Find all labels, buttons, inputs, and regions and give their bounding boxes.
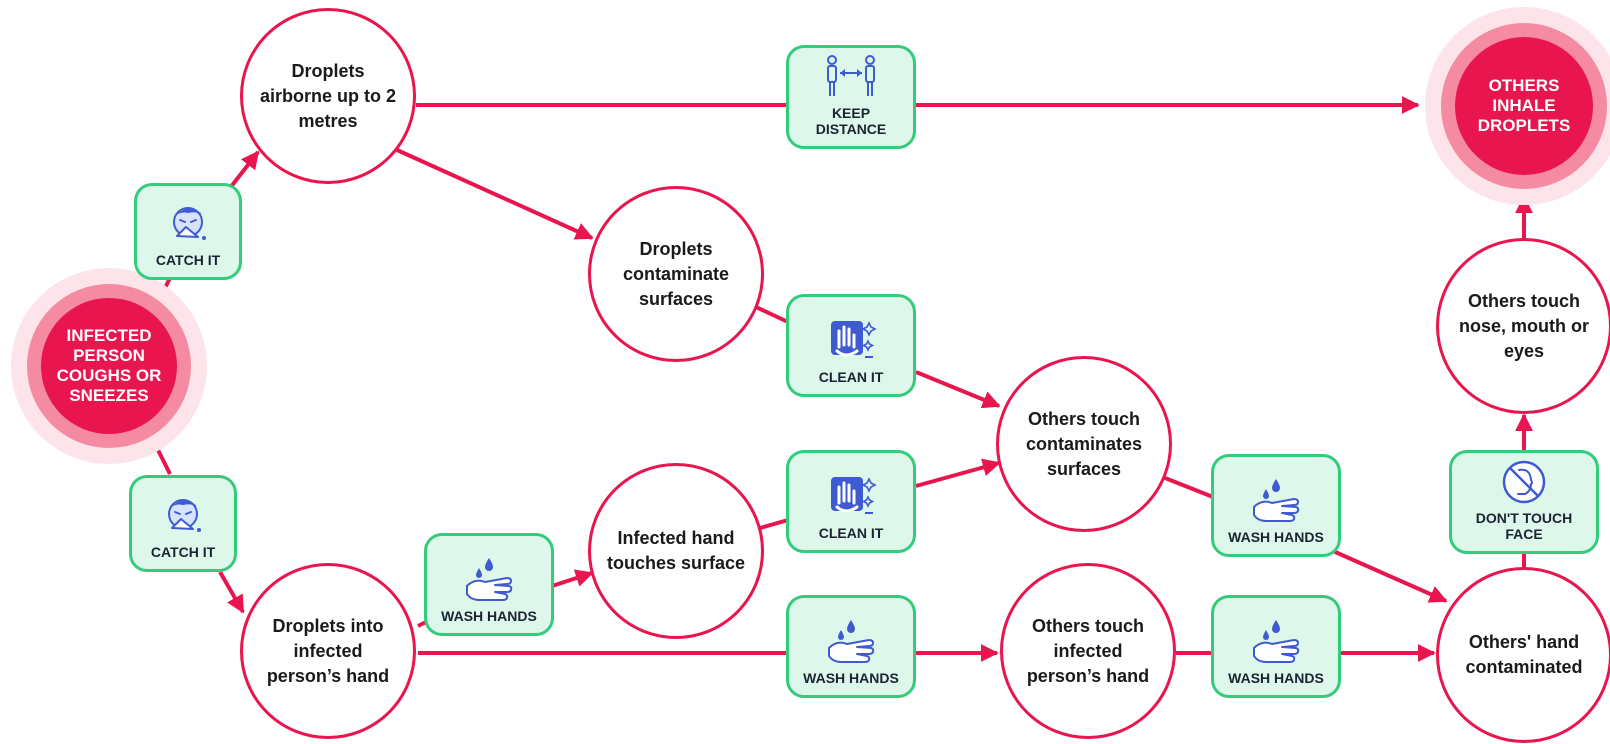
node-droplets-airborne-label: Droplets airborne up to 2 metres: [259, 60, 396, 131]
action-wash-hands-bottom-right: WASH HANDS: [1211, 595, 1341, 698]
action-clean-it-upper: CLEAN IT: [786, 294, 916, 397]
action-keep-distance: KEEP DISTANCE: [786, 45, 916, 149]
action-catch-it-top-label: CATCH IT: [155, 252, 221, 268]
node-droplets-into-hand: Droplets into infected person’s hand: [240, 563, 416, 739]
wash-hands-icon: [463, 556, 515, 604]
action-keep-distance-label: KEEP DISTANCE: [815, 105, 887, 137]
node-infected-person-label: INFECTED PERSON COUGHS OR SNEEZES: [56, 326, 162, 405]
action-dont-touch-face-label: DON'T TOUCH FACE: [1475, 510, 1573, 542]
sneeze-icon: [157, 492, 209, 540]
node-others-hand-contaminated: Others' hand contaminated: [1436, 567, 1610, 743]
connector-wash-to-infected-hand: [551, 569, 594, 588]
action-wash-hands-center-label: WASH HANDS: [803, 670, 899, 686]
node-others-touch-infected-hand: Others touch infected person’s hand: [1000, 563, 1176, 739]
connector-catch-to-hand: [218, 571, 245, 614]
connector-infected-to-catch-top: [148, 277, 172, 319]
node-others-touch-surfaces: Others touch contaminates surfaces: [996, 356, 1172, 532]
node-droplets-contaminate-label: Droplets contaminate surfaces: [622, 238, 730, 309]
clean-icon: [825, 473, 877, 521]
node-others-inhale-label: OTHERS INHALE DROPLETS: [1477, 76, 1571, 135]
connector-clean-to-touch-surfaces: [915, 370, 1001, 409]
connector-wash-to-hand-contaminated-upper: [1332, 549, 1448, 603]
connector-touch-surfaces-to-wash: [1164, 476, 1214, 499]
clean-icon: [825, 317, 877, 365]
node-infected-hand-touches: Infected hand touches surface: [588, 463, 764, 639]
action-clean-it-lower-label: CLEAN IT: [818, 525, 884, 541]
action-wash-hands-left-label: WASH HANDS: [441, 608, 537, 624]
node-droplets-airborne: Droplets airborne up to 2 metres: [240, 8, 416, 184]
node-others-touch-face: Others touch nose, mouth or eyes: [1436, 238, 1610, 414]
connector-infected-hand-to-clean: [759, 518, 789, 530]
action-dont-touch-face: DON'T TOUCH FACE: [1449, 450, 1599, 554]
action-wash-hands-center: WASH HANDS: [786, 595, 916, 698]
action-wash-hands-mid-right: WASH HANDS: [1211, 454, 1341, 557]
node-others-touch-face-label: Others touch nose, mouth or eyes: [1459, 290, 1589, 361]
node-others-hand-contaminated-label: Others' hand contaminated: [1465, 632, 1583, 677]
action-catch-it-bottom: CATCH IT: [129, 475, 237, 572]
action-clean-it-upper-label: CLEAN IT: [818, 369, 884, 385]
wash-hands-icon: [1250, 477, 1302, 525]
connector-infected-to-catch-bottom: [146, 429, 172, 475]
action-wash-hands-bottom-right-label: WASH HANDS: [1228, 670, 1324, 686]
action-catch-it-top: CATCH IT: [134, 183, 242, 280]
action-wash-hands-mid-right-label: WASH HANDS: [1228, 529, 1324, 545]
distance-icon: [825, 53, 877, 101]
no-touch-face-icon: [1498, 458, 1550, 506]
node-others-touch-surfaces-label: Others touch contaminates surfaces: [1025, 408, 1143, 479]
connector-catch-to-airborne: [228, 150, 260, 190]
node-others-touch-infected-hand-label: Others touch infected person’s hand: [1026, 615, 1150, 686]
node-infected-person: INFECTED PERSON COUGHS OR SNEEZES: [41, 298, 177, 434]
connector-clean-to-touch-surfaces-lower: [915, 458, 1001, 488]
connector-contaminate-to-clean: [755, 305, 789, 324]
node-others-inhale: OTHERS INHALE DROPLETS: [1455, 37, 1593, 175]
connector-airborne-to-contaminate: [396, 148, 594, 240]
wash-hands-icon: [825, 618, 877, 666]
node-droplets-into-hand-label: Droplets into infected person’s hand: [266, 615, 390, 686]
action-wash-hands-left: WASH HANDS: [424, 533, 554, 636]
action-clean-it-lower: CLEAN IT: [786, 450, 916, 553]
node-infected-hand-touches-label: Infected hand touches surface: [606, 528, 746, 573]
node-droplets-contaminate: Droplets contaminate surfaces: [588, 186, 764, 362]
sneeze-icon: [162, 200, 214, 248]
action-catch-it-bottom-label: CATCH IT: [150, 544, 216, 560]
wash-hands-icon: [1250, 618, 1302, 666]
